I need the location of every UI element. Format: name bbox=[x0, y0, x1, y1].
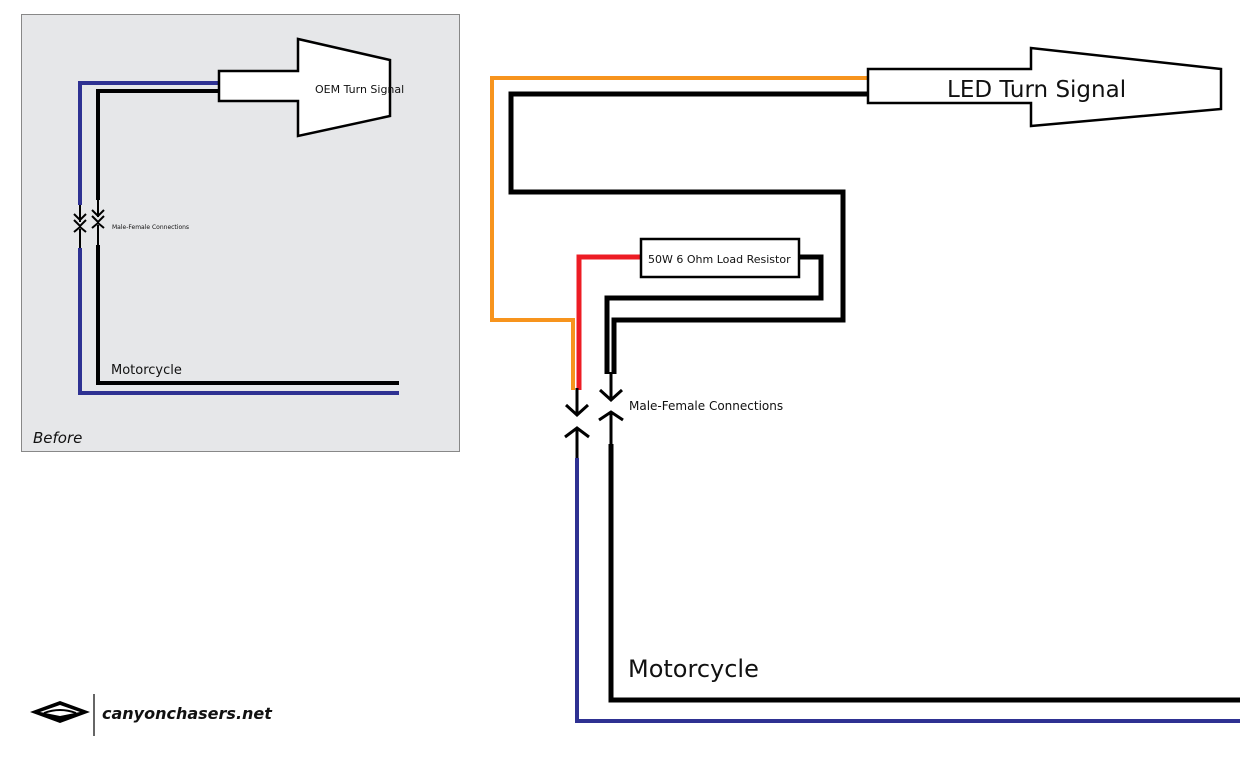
oem-turn-signal-label: OEM Turn Signal bbox=[315, 83, 404, 96]
before-panel: Male-Female Connections OEM Turn Signal … bbox=[21, 14, 460, 452]
after-connector-label: Male-Female Connections bbox=[629, 399, 783, 413]
led-turn-signal-shape bbox=[866, 46, 1223, 128]
oem-turn-signal-shape bbox=[217, 37, 392, 138]
canyon-chasers-mountain-logo-icon bbox=[30, 701, 90, 723]
after-blue-wire-lower bbox=[575, 458, 1240, 723]
after-connector-right bbox=[598, 372, 624, 444]
after-diagram: 50W 6 Ohm Load Resistor Male-Female Conn… bbox=[490, 46, 1240, 723]
before-black-wire-upper bbox=[96, 89, 220, 200]
red-wire bbox=[576, 254, 642, 390]
before-caption: Before bbox=[33, 429, 82, 447]
after-motorcycle-label: Motorcycle bbox=[628, 655, 759, 683]
before-black-wire-lower bbox=[96, 245, 399, 385]
before-connector-black bbox=[91, 200, 105, 245]
before-connector-blue bbox=[73, 205, 87, 248]
led-black-wire bbox=[508, 91, 868, 374]
before-blue-wire-lower bbox=[78, 248, 399, 395]
led-turn-signal-label: LED Turn Signal bbox=[947, 77, 1126, 103]
orange-wire bbox=[490, 76, 868, 390]
after-black-wire-lower bbox=[608, 444, 1240, 703]
logo-text: canyonchasers.net bbox=[102, 704, 273, 723]
before-motorcycle-label: Motorcycle bbox=[111, 363, 182, 378]
load-resistor-label: 50W 6 Ohm Load Resistor bbox=[648, 253, 791, 266]
resistor-black-wire bbox=[604, 254, 824, 374]
after-connector-left bbox=[564, 388, 590, 458]
before-blue-wire-upper bbox=[78, 81, 220, 205]
before-connector-label: Male-Female Connections bbox=[112, 224, 189, 231]
canyonchasers-logo: canyonchasers.net bbox=[30, 694, 273, 736]
load-resistor-box bbox=[639, 237, 801, 279]
